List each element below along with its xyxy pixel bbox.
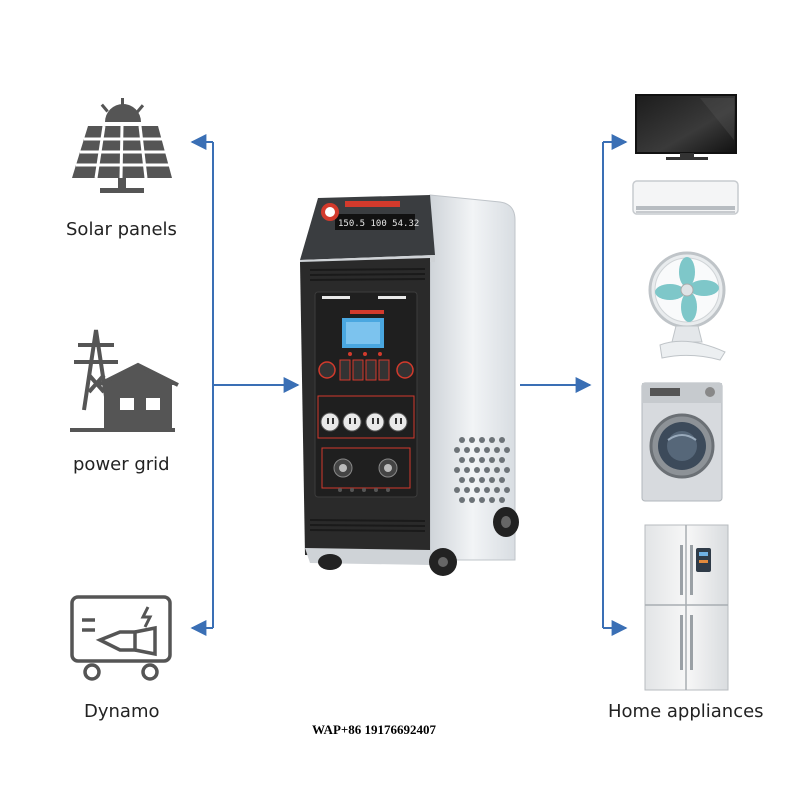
left-connector bbox=[190, 134, 300, 636]
air-conditioner-icon bbox=[632, 180, 739, 215]
home-appliances-label: Home appliances bbox=[608, 701, 764, 722]
contact-number: WAP+86 19176692407 bbox=[312, 722, 437, 737]
power-grid-icon bbox=[70, 329, 179, 432]
solar-panels-label: Solar panels bbox=[66, 219, 177, 240]
solar-panel-icon bbox=[72, 98, 172, 193]
power-station-unit: 150.5 100 54.32 bbox=[300, 194, 519, 576]
tv-icon bbox=[635, 94, 737, 160]
fan-icon bbox=[648, 251, 726, 361]
generator-icon bbox=[70, 595, 172, 681]
washing-machine-icon bbox=[641, 382, 723, 502]
hub-display-text: 150.5 100 54.32 bbox=[338, 219, 419, 229]
refrigerator-icon bbox=[644, 524, 729, 691]
power-grid-label: power grid bbox=[73, 454, 170, 475]
dynamo-label: Dynamo bbox=[84, 701, 160, 722]
right-connector bbox=[520, 134, 628, 636]
